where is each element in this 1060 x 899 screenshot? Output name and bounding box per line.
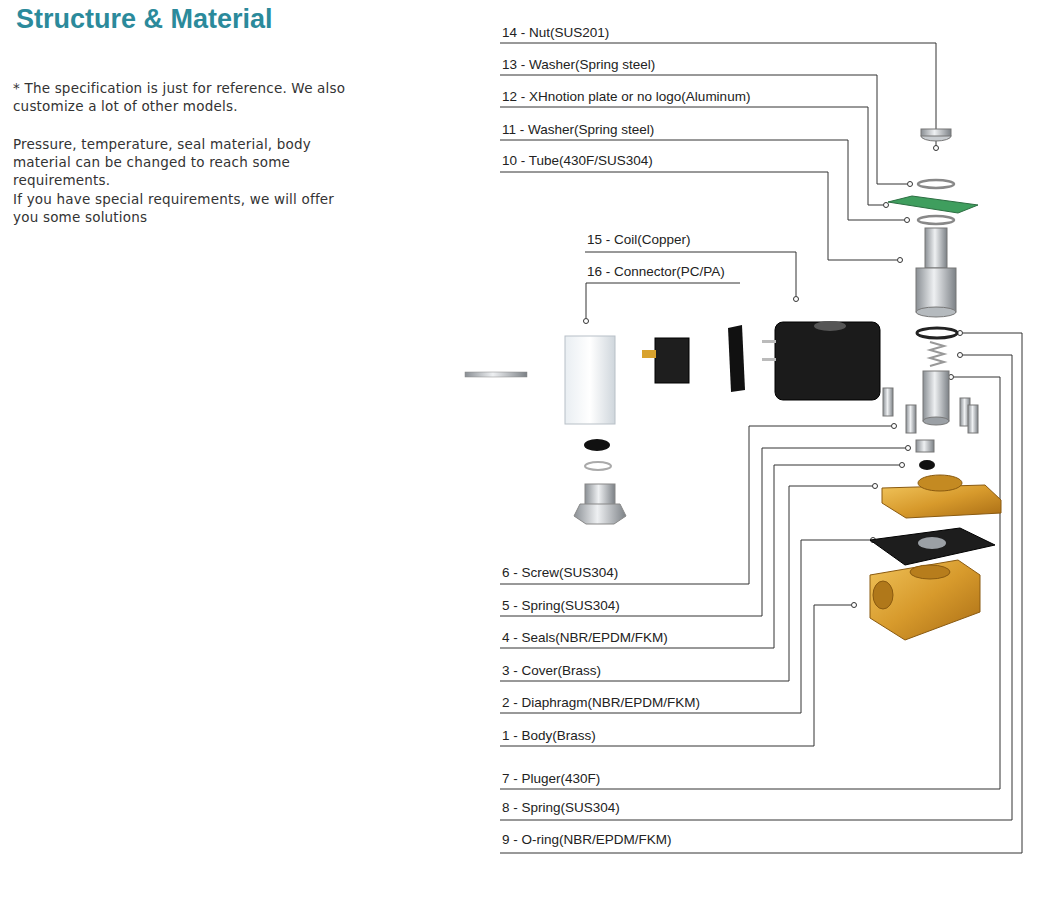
leader-line — [500, 448, 905, 616]
leader-line — [500, 107, 883, 205]
leader-dot — [905, 218, 910, 223]
leader-dot — [900, 463, 905, 468]
leader-lines — [500, 43, 1022, 853]
spring — [916, 440, 934, 452]
valve-body — [870, 560, 980, 640]
gland-seal — [584, 439, 610, 451]
leader-dot — [794, 297, 799, 302]
plunger — [923, 371, 949, 421]
leader-line — [500, 75, 907, 184]
screw — [883, 388, 893, 416]
gland-nut — [585, 484, 615, 506]
leader-line — [585, 252, 796, 296]
connector-insert — [642, 350, 656, 358]
gland-washer — [585, 462, 611, 470]
washer — [918, 216, 954, 224]
leader-dot — [892, 424, 897, 429]
page-title: Structure & Material — [16, 4, 273, 35]
part-label: 1 - Body(Brass) — [502, 728, 596, 744]
part-label: 14 - Nut(SUS201) — [502, 25, 609, 41]
part-label: 10 - Tube(430F/SUS304) — [502, 153, 653, 169]
valve-body — [910, 565, 950, 579]
screw — [906, 405, 916, 433]
leader-line — [500, 486, 872, 681]
leader-line — [500, 140, 904, 220]
leader-dot — [873, 484, 878, 489]
part-label: 5 - Spring(SUS304) — [502, 598, 620, 614]
part-label: 12 - XHnotion plate or no logo(Aluminum) — [502, 89, 750, 105]
part-label: 6 - Screw(SUS304) — [502, 565, 618, 581]
leader-line — [500, 377, 1000, 789]
plunger — [923, 417, 949, 425]
washer — [918, 180, 954, 188]
name-plate — [888, 196, 978, 213]
spring — [930, 342, 944, 366]
coil — [775, 322, 880, 400]
valve-port — [873, 581, 893, 609]
part-label: 9 - O-ring(NBR/EPDM/FKM) — [502, 832, 672, 848]
leader-dot — [852, 603, 857, 608]
leader-dot — [908, 182, 913, 187]
leader-line — [500, 426, 891, 584]
part-label: 16 - Connector(PC/PA) — [587, 264, 725, 280]
part-label: 15 - Coil(Copper) — [587, 232, 691, 248]
part-label: 8 - Spring(SUS304) — [502, 800, 620, 816]
leader-dot — [884, 203, 889, 208]
long-screw — [465, 372, 527, 377]
leader-line — [500, 465, 899, 648]
leader-line — [500, 355, 1012, 820]
tube — [916, 307, 956, 317]
leader-line — [500, 172, 897, 260]
screw — [968, 405, 978, 433]
seal — [919, 460, 935, 470]
tube — [916, 268, 956, 312]
leader-line — [500, 43, 936, 146]
leader-line — [500, 333, 1022, 853]
leader-line — [586, 283, 740, 318]
gland-nut — [574, 504, 626, 524]
part-label: 3 - Cover(Brass) — [502, 663, 601, 679]
tube — [925, 228, 947, 268]
cover — [918, 475, 962, 491]
gasket — [728, 325, 745, 392]
spec-note: If you have special requirements, we wil… — [13, 190, 353, 226]
part-label: 11 - Washer(Spring steel) — [502, 122, 654, 138]
leader-dot — [898, 258, 903, 263]
leader-line — [500, 605, 851, 746]
diaphragm — [870, 528, 995, 565]
coil-pin — [762, 340, 776, 343]
part-label: 4 - Seals(NBR/EPDM/FKM) — [502, 630, 668, 646]
leader-dot — [934, 146, 939, 151]
part-label: 7 - Pluger(430F) — [502, 771, 600, 787]
spec-note: * The specification is just for referenc… — [13, 79, 353, 115]
diaphragm — [918, 537, 946, 549]
o-ring — [917, 328, 957, 338]
coil — [814, 321, 846, 331]
spec-note: Pressure, temperature, seal material, bo… — [13, 135, 353, 189]
leader-dot — [906, 446, 911, 451]
leader-dot — [958, 353, 963, 358]
part-label: 2 - Diaphragm(NBR/EPDM/FKM) — [502, 695, 700, 711]
connector-insert — [655, 338, 689, 383]
part-label: 13 - Washer(Spring steel) — [502, 57, 655, 73]
connector-housing — [565, 336, 615, 424]
leader-dot — [584, 319, 589, 324]
nut — [921, 129, 951, 136]
coil-pin — [762, 358, 776, 361]
